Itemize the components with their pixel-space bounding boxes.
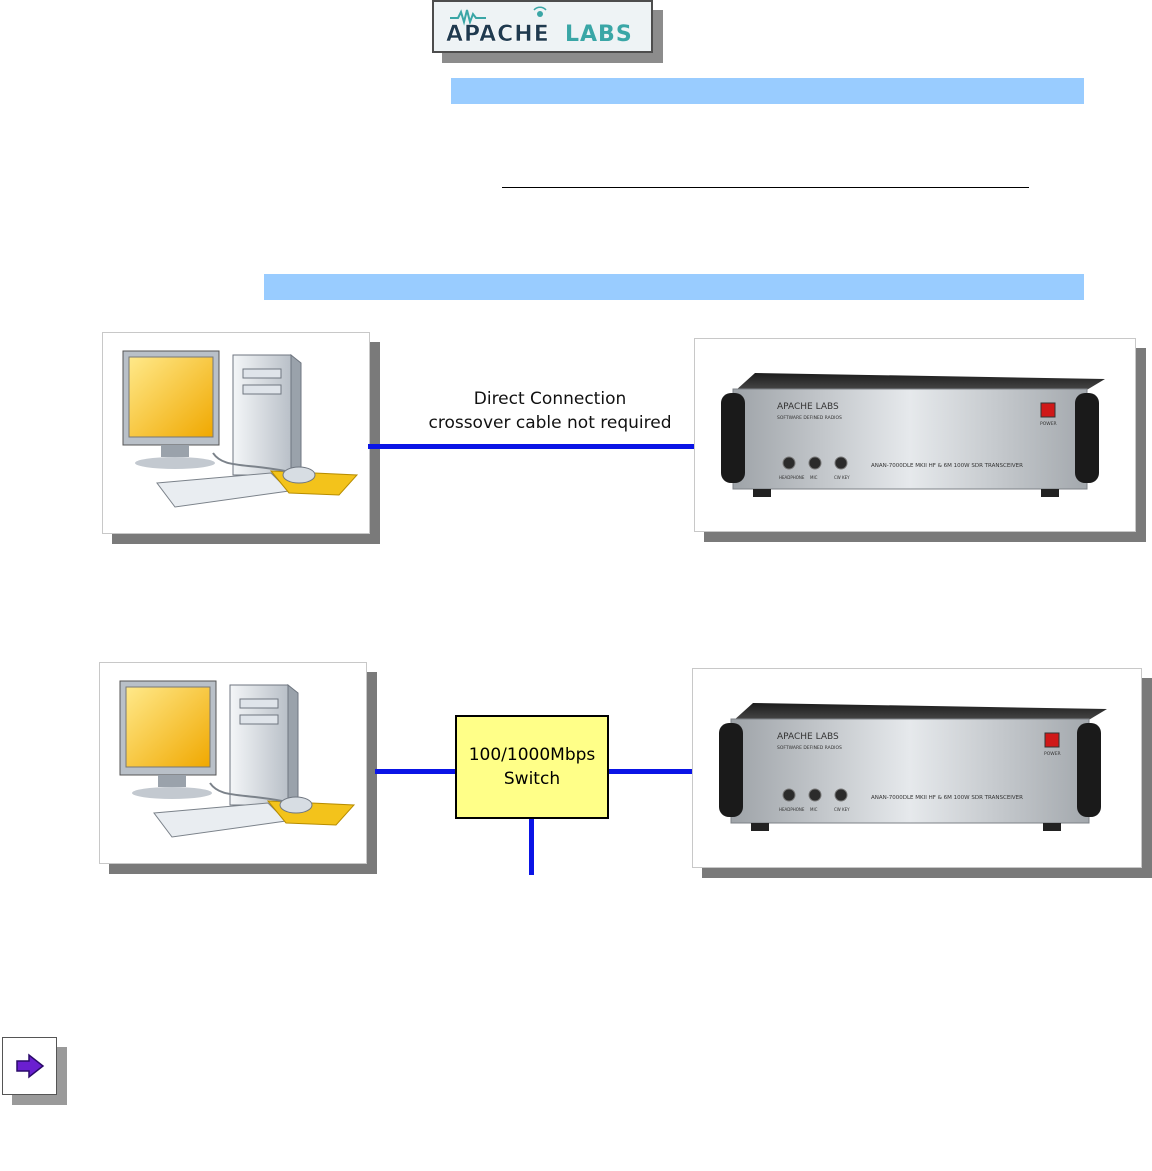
logo-apache-text: APACHE (446, 22, 550, 46)
radio-brand-text: APACHE LABS (777, 732, 839, 742)
radio-power-label: POWER (1040, 421, 1057, 427)
radio-jack-label-1: HEADPHONE (779, 807, 805, 812)
radio-jack-label-3: CW KEY (834, 475, 850, 480)
heading-bar-section (264, 274, 1084, 300)
next-page-button[interactable] (2, 1037, 57, 1095)
direct-connection-line1: Direct Connection (473, 389, 627, 409)
desktop-computer-icon (119, 680, 356, 838)
computer-frame-1 (102, 332, 370, 534)
sdr-transceiver-icon: APACHE LABS SOFTWARE DEFINED RADIOS POWE… (719, 703, 1107, 831)
ethernet-cable-direct (368, 444, 694, 449)
desktop-computer-icon (122, 350, 359, 508)
switch-label: Switch (503, 769, 561, 789)
radio-brand-text: APACHE LABS (777, 402, 839, 412)
radio-model-text: ANAN-7000DLE MKII HF & 6M 100W SDR TRANS… (871, 795, 1023, 801)
apache-labs-logo-icon: APACHE LABS (446, 6, 633, 46)
direct-connection-line2: crossover cable not required (428, 413, 672, 433)
network-switch-box: 100/1000Mbps Switch (455, 715, 609, 819)
radio-jack-label-3: CW KEY (834, 807, 850, 812)
radio-jack-label-2: MIC (810, 475, 818, 480)
next-arrow-icon (15, 1053, 44, 1079)
radio-power-label: POWER (1044, 751, 1061, 757)
ethernet-cable-pc-switch (375, 769, 455, 774)
radio-frame-1: APACHE LABS SOFTWARE DEFINED RADIOS POWE… (694, 338, 1136, 532)
underline-rule (502, 187, 1029, 188)
apache-labs-logo: APACHE LABS (432, 0, 653, 53)
radio-brand-sub-text: SOFTWARE DEFINED RADIOS (777, 415, 842, 421)
ethernet-cable-switch-radio (609, 769, 692, 774)
radio-jack-label-1: HEADPHONE (779, 475, 805, 480)
radio-model-text: ANAN-7000DLE MKII HF & 6M 100W SDR TRANS… (871, 463, 1023, 469)
heading-bar-top (451, 78, 1084, 104)
ethernet-cable-switch-uplink (529, 819, 534, 875)
logo-labs-text: LABS (565, 22, 633, 46)
radio-brand-sub-text: SOFTWARE DEFINED RADIOS (777, 745, 842, 751)
radio-jack-label-2: MIC (810, 807, 818, 812)
sdr-transceiver-icon: APACHE LABS SOFTWARE DEFINED RADIOS POWE… (721, 373, 1105, 497)
direct-connection-label: Direct Connection crossover cable not re… (410, 387, 690, 435)
switch-speed-label: 100/1000Mbps (468, 745, 596, 765)
computer-frame-2 (99, 662, 367, 864)
radio-frame-2: APACHE LABS SOFTWARE DEFINED RADIOS POWE… (692, 668, 1142, 868)
